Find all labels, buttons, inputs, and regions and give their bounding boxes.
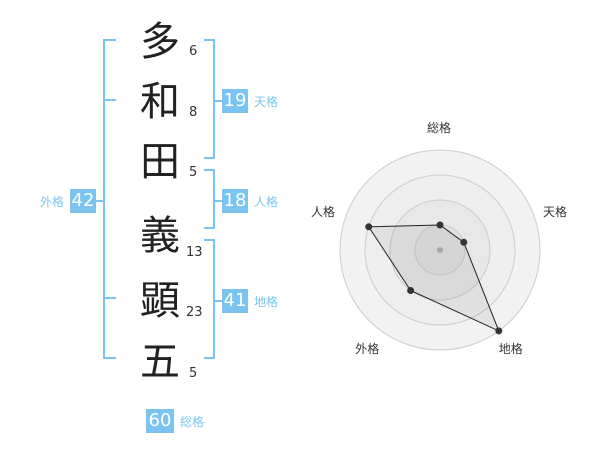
stroke-count-6: 5 — [189, 366, 198, 381]
stroke-count-1: 6 — [189, 44, 198, 59]
tenkaku-label: 天格 — [254, 95, 279, 109]
gaikaku-value-badge: 42 — [70, 189, 96, 213]
name-char-2: 和 — [140, 79, 180, 125]
radar-point-3 — [495, 327, 503, 335]
radar-axis-label-2: 天格 — [543, 205, 568, 220]
jinkaku-bracket — [204, 169, 215, 229]
radar-point-1 — [436, 221, 444, 229]
gaikaku-label: 外格 — [40, 195, 65, 209]
stroke-count-3: 5 — [189, 165, 198, 180]
radar-point-4 — [407, 287, 415, 294]
stroke-count-2: 8 — [189, 105, 198, 120]
jinkaku-value-badge: 18 — [222, 189, 248, 213]
radar-center-dot — [437, 247, 443, 253]
tenkaku-value-badge: 19 — [222, 89, 248, 113]
gaikaku-bracket — [103, 39, 116, 359]
soukaku-label: 総格 — [180, 415, 205, 429]
radar-axis-label-3: 地格 — [498, 341, 523, 356]
stroke-count-5: 23 — [186, 305, 203, 320]
tenkaku-bracket — [204, 39, 215, 159]
chikaku-label: 地格 — [254, 295, 279, 309]
name-char-3: 田 — [140, 139, 180, 185]
radar-point-2 — [460, 238, 468, 246]
chikaku-bracket — [204, 239, 215, 359]
jinkaku-label: 人格 — [254, 195, 279, 209]
radar-axis-label-1: 総格 — [427, 121, 452, 135]
radar-polygon — [367, 224, 500, 332]
chikaku-value-badge: 41 — [222, 289, 248, 313]
name-char-6: 五 — [140, 339, 180, 385]
name-char-4: 義 — [140, 213, 180, 259]
radar-point-5 — [365, 223, 373, 231]
radar-axis-label-5: 人格 — [310, 205, 335, 220]
soukaku-value-badge: 60 — [146, 409, 174, 433]
radar-axis-label-4: 外格 — [355, 341, 380, 356]
name-char-5: 顕 — [140, 278, 180, 324]
name-char-1: 多 — [140, 19, 180, 65]
stroke-count-4: 13 — [186, 245, 203, 260]
